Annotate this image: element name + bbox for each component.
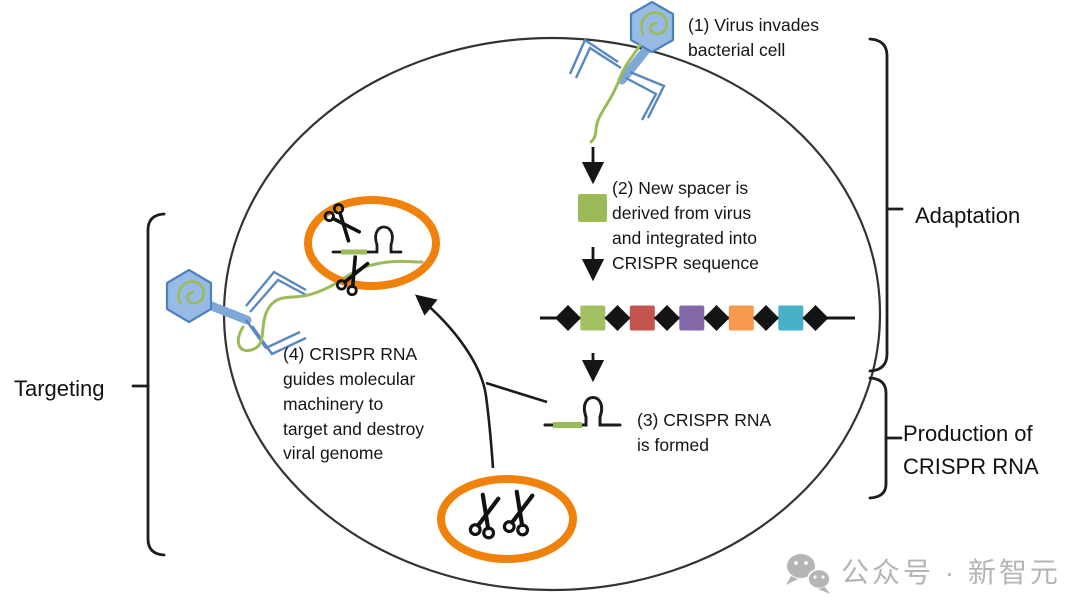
crRNA-join-line xyxy=(485,381,548,404)
crispr-repeat-diamond xyxy=(654,305,680,331)
production-brace xyxy=(868,376,903,500)
molecular-machinery xyxy=(437,475,577,563)
phage-body xyxy=(204,300,252,325)
phage-leg xyxy=(629,70,666,119)
viral-genome-thread xyxy=(236,259,424,352)
crispr-spacer-square xyxy=(778,305,804,331)
phage-leg xyxy=(249,278,309,313)
adaptation-brace xyxy=(868,37,904,373)
crispr-array xyxy=(540,305,855,331)
machinery-ellipse xyxy=(304,196,440,290)
crispr-rna-hairpin xyxy=(543,396,622,428)
crispr-repeat-diamond xyxy=(604,305,631,331)
phage-leg xyxy=(568,38,619,75)
virus-top-icon xyxy=(568,0,675,144)
virus-left-icon xyxy=(165,259,424,356)
watermark-text: 公众号 · 新智元 xyxy=(841,557,1061,588)
arrow-to-targeting-complex xyxy=(414,294,495,469)
phase-label-targeting: Targeting xyxy=(14,376,105,401)
crispr-rna-hairpin-small xyxy=(331,225,403,254)
step3-label: (3) CRISPR RNA is formed xyxy=(637,410,772,455)
injected-genome-thread xyxy=(589,43,642,144)
phage-leg xyxy=(574,46,622,79)
crispr-repeat-diamond xyxy=(703,305,730,331)
machinery-ellipse xyxy=(437,475,577,563)
phase-label-production: Production of CRISPR RNA xyxy=(903,421,1039,479)
phage-leg xyxy=(245,319,301,350)
phage-genome-spiral xyxy=(177,280,205,305)
step1-label: (1) Virus invades bacterial cell xyxy=(688,15,819,60)
phage-leg xyxy=(625,76,658,121)
crispr-repeat-diamond xyxy=(753,305,779,331)
phage-leg xyxy=(251,325,307,356)
phage-genome-spiral xyxy=(640,11,668,36)
targeting-complex xyxy=(304,196,440,299)
step2-label: (2) New spacer is derived from virus and… xyxy=(612,178,759,273)
step4-label: (4) CRISPR RNA guides molecular machiner… xyxy=(283,344,425,464)
scissors-icon xyxy=(334,253,373,299)
scissors-icon xyxy=(469,494,502,539)
crispr-repeat-diamond xyxy=(802,305,829,331)
crispr-repeat-diamond xyxy=(555,305,581,331)
new-spacer-square xyxy=(578,194,607,222)
phase-label-adaptation: Adaptation xyxy=(915,203,1021,228)
crispr-spacer-square xyxy=(580,305,606,331)
crispr-spacer-square xyxy=(629,305,655,331)
wechat-chat-bubbles-icon xyxy=(786,554,831,594)
phage-leg xyxy=(245,270,307,307)
targeting-brace xyxy=(131,212,166,557)
crispr-spacer-square xyxy=(679,305,705,331)
crispr-spacer-square xyxy=(728,305,754,331)
scissors-icon xyxy=(503,491,536,536)
phage-body xyxy=(617,45,651,85)
